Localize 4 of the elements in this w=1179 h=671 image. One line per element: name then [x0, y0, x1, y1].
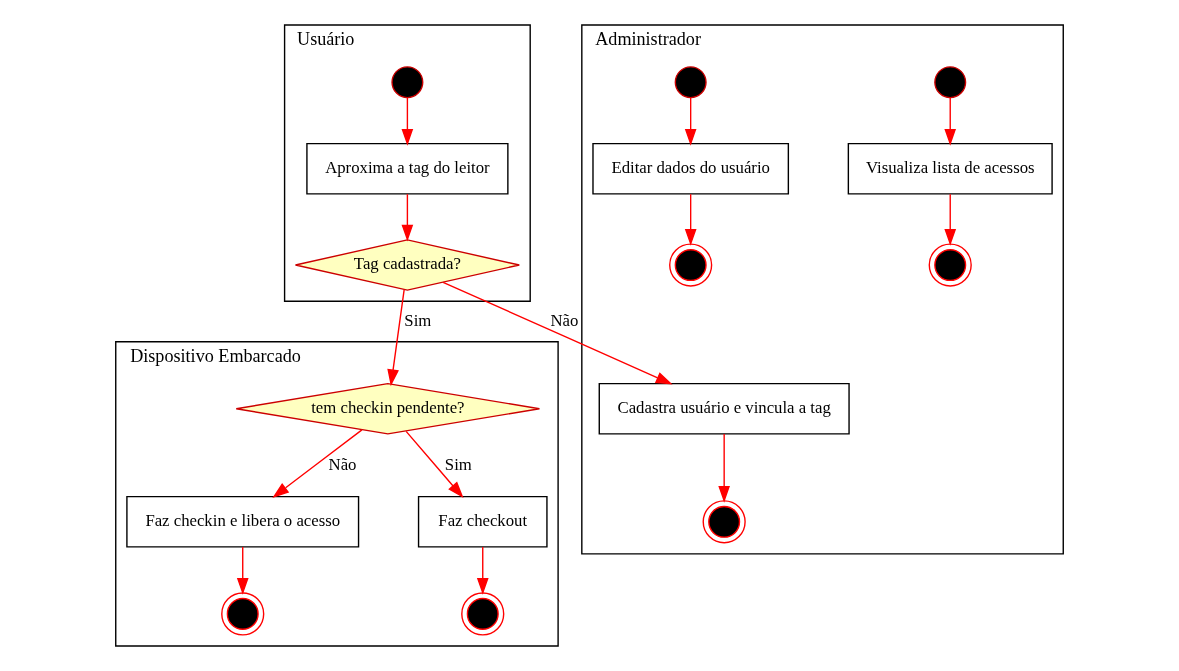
edge-label: Não — [328, 454, 357, 474]
edge-label: Não — [550, 310, 579, 330]
edge-label: Sim — [404, 310, 432, 330]
edge-label: Sim — [444, 454, 472, 474]
